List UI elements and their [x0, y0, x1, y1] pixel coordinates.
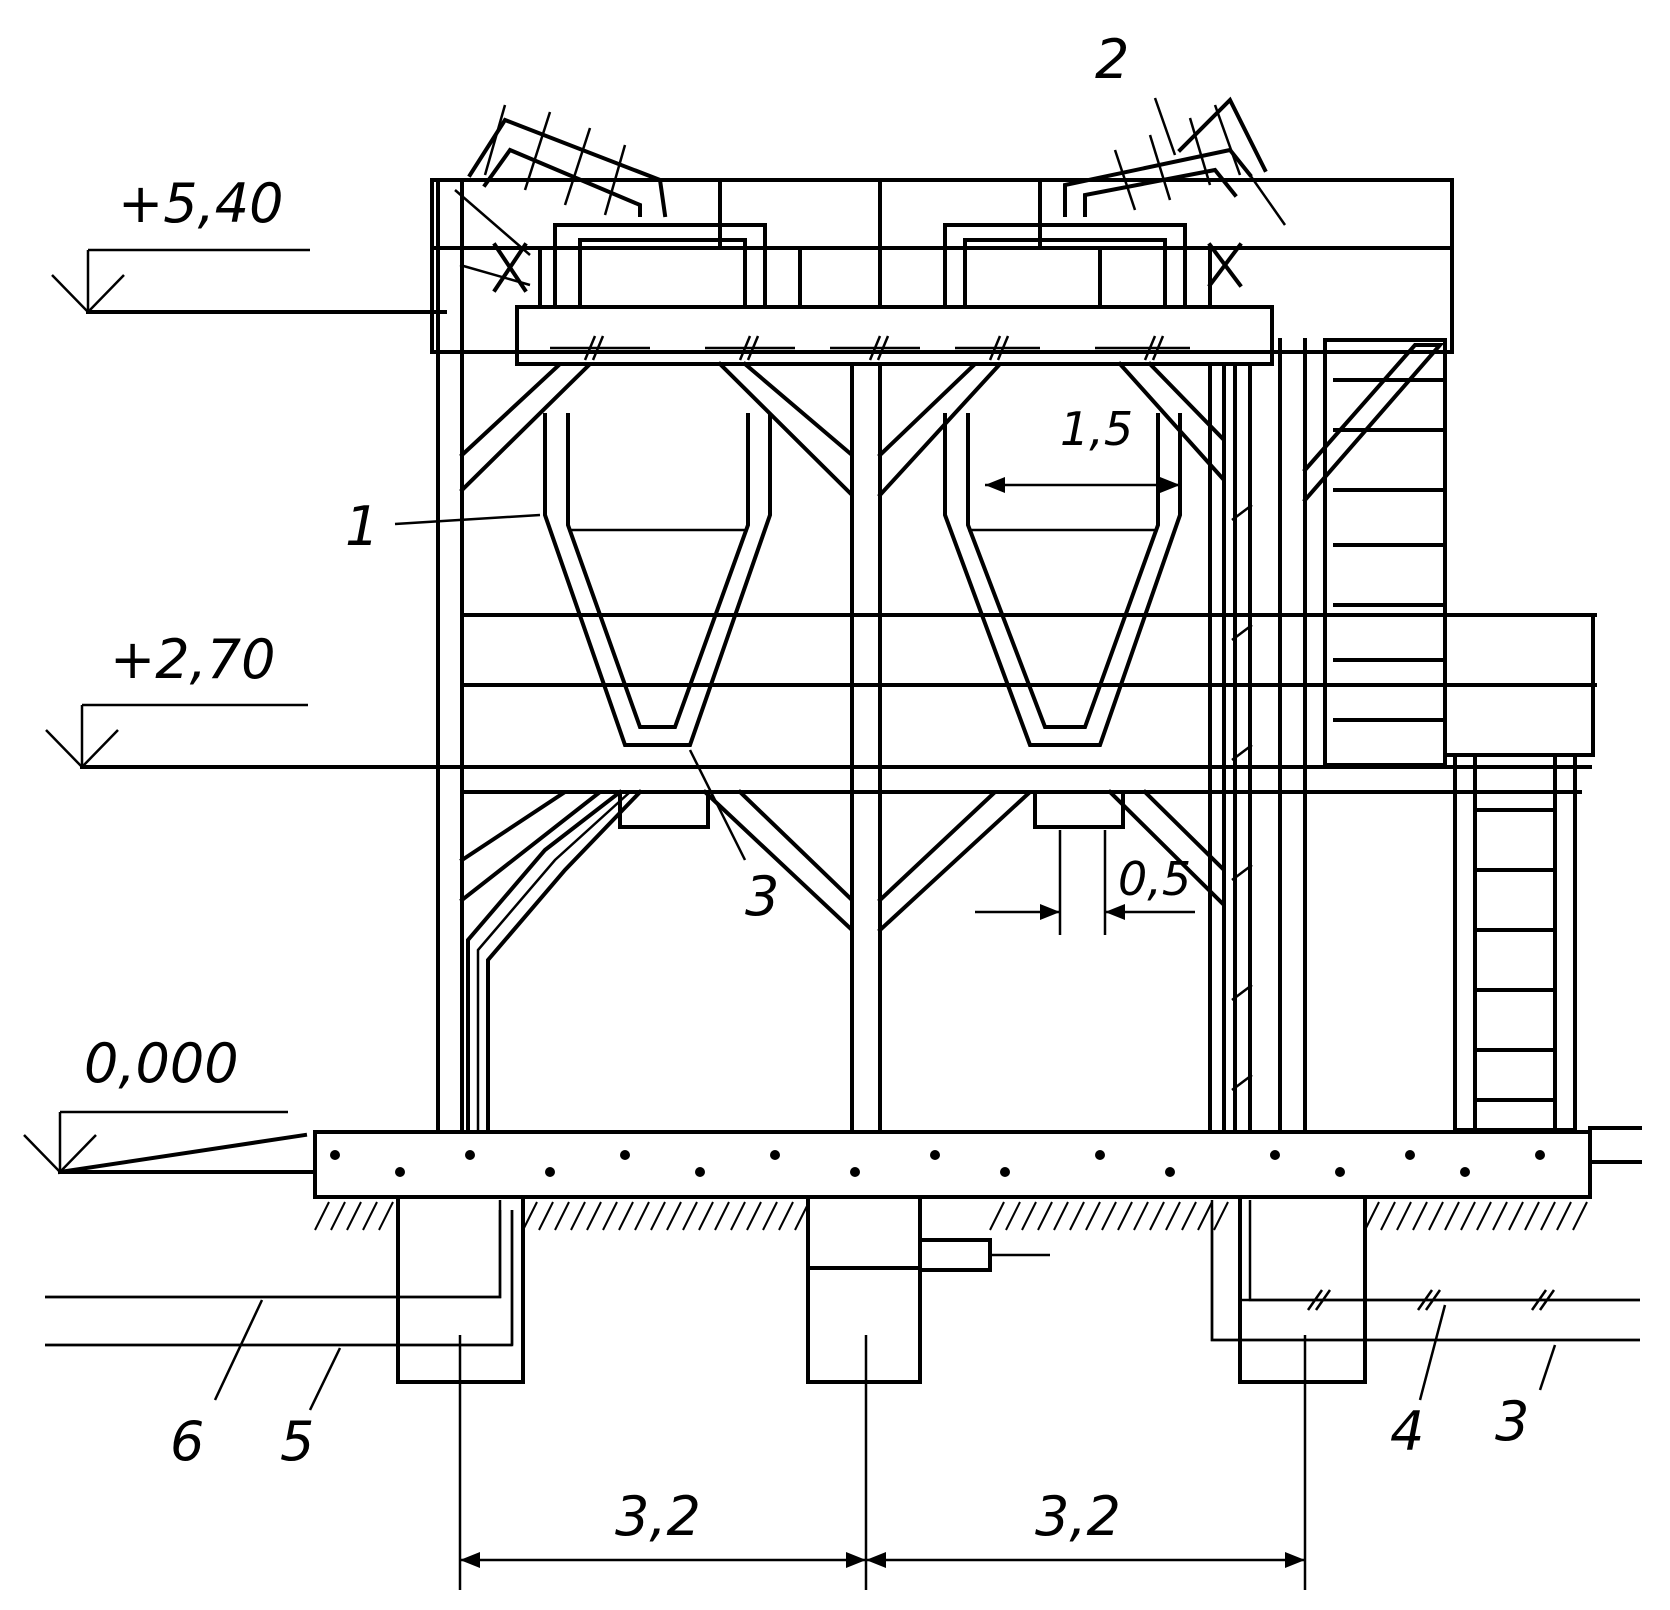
elevation-mark-ground: 0,000	[23, 1032, 317, 1175]
elevation-label-middle: +2,70	[110, 628, 275, 691]
callout-5: 5	[280, 1347, 342, 1473]
elevation-mark-middle: +2,70	[45, 628, 447, 769]
dimension-3-2-right: 3,2	[866, 1335, 1307, 1590]
staircase	[1323, 338, 1595, 1132]
dimension-1-5: 1,5	[985, 402, 1180, 493]
callout-label-3-center: 3	[745, 865, 779, 928]
loading-device-left	[454, 104, 767, 307]
dimension-3-2-left: 3,2	[458, 1335, 868, 1590]
ground-hatching	[314, 1201, 1588, 1231]
elevation-label-top: +5,40	[118, 172, 283, 235]
callout-3-right: 3	[1495, 1344, 1557, 1453]
callout-3-center: 3	[688, 749, 779, 928]
callout-4: 4	[1390, 1304, 1447, 1463]
elevation-label-ground: 0,000	[84, 1032, 239, 1095]
callout-label-1: 1	[345, 495, 379, 558]
top-platform	[430, 178, 1454, 366]
footings	[45, 1195, 1640, 1384]
callout-6: 6	[170, 1299, 264, 1473]
callout-2: 2	[1095, 28, 1177, 156]
callout-label-5: 5	[280, 1410, 314, 1473]
foundation-slab	[313, 1126, 1642, 1199]
pipelines-right	[1208, 362, 1640, 1342]
callout-label-2: 2	[1095, 28, 1129, 91]
callout-label-3-right: 3	[1495, 1390, 1529, 1453]
dimension-label-3-2-right: 3,2	[1035, 1485, 1121, 1548]
elevation-mark-top: +5,40	[51, 172, 447, 314]
bunker-right	[943, 413, 1182, 829]
braces	[459, 343, 1445, 935]
dimension-label-3-2-left: 3,2	[615, 1485, 701, 1548]
bunker-left	[543, 413, 772, 829]
dimension-label-0-5: 0,5	[1118, 852, 1191, 906]
columns	[436, 178, 1307, 1132]
callout-1: 1	[345, 495, 541, 558]
dimension-label-1-5: 1,5	[1060, 402, 1133, 456]
callout-label-6: 6	[170, 1410, 204, 1473]
callout-label-4: 4	[1390, 1400, 1424, 1463]
loading-device-right	[943, 96, 1287, 307]
dimension-0-5: 0,5	[975, 830, 1195, 935]
